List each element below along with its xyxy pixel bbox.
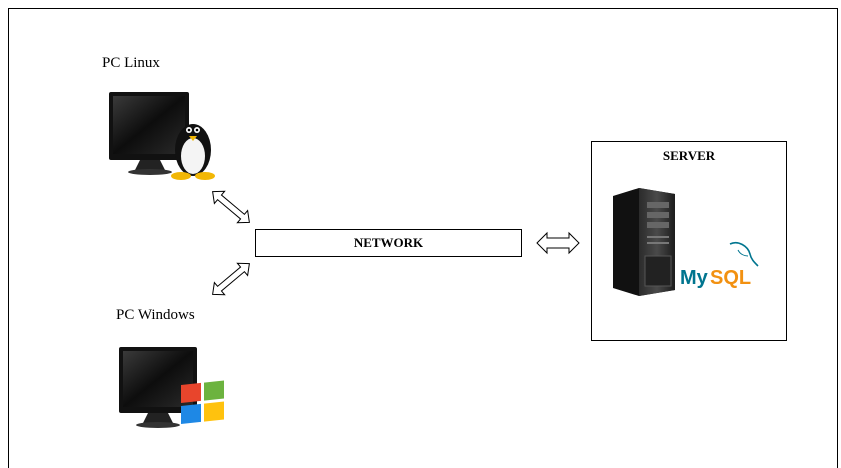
server-node: SERVER — [591, 141, 787, 341]
diagram-frame — [8, 8, 838, 468]
linux-monitor-icon — [109, 92, 215, 180]
windows-monitor-icon — [119, 347, 224, 428]
server-tower-icon — [613, 188, 675, 296]
network-node: NETWORK — [255, 229, 522, 257]
svg-text:SQL: SQL — [710, 267, 751, 289]
pc-windows-label: PC Windows — [116, 307, 195, 323]
pc-linux-label: PC Linux — [102, 55, 160, 71]
double-arrow-icon — [536, 231, 580, 255]
server-label: SERVER — [662, 148, 716, 163]
double-arrow-icon — [212, 262, 250, 296]
svg-text:My: My — [680, 267, 709, 289]
network-label: NETWORK — [353, 235, 424, 250]
mysql-logo-icon: My SQL — [680, 241, 759, 289]
double-arrow-icon — [212, 190, 250, 224]
